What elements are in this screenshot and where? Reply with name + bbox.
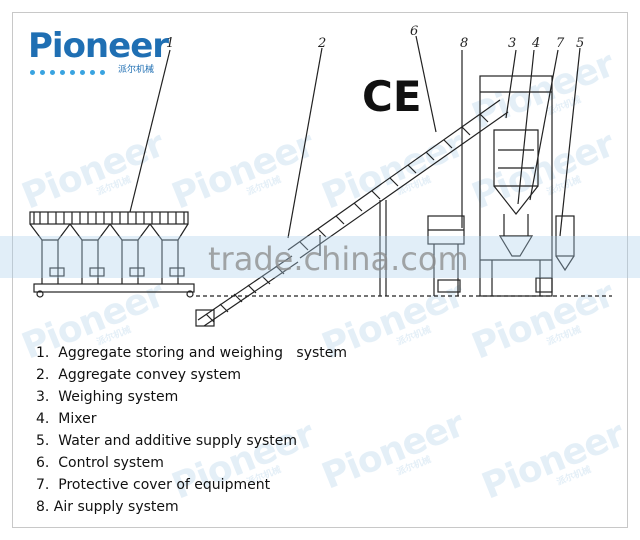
callout-3: 3 [508, 36, 517, 51]
image-frame [12, 12, 628, 528]
plant-diagram [29, 35, 612, 327]
legend-item: 2. Aggregate convey system [36, 367, 242, 383]
logo-dots [30, 62, 110, 80]
callout-1: 1 [166, 36, 175, 51]
legend-item: 5. Water and additive supply system [36, 433, 298, 449]
legend-item: 4. Mixer [36, 411, 97, 427]
plant-tower [479, 75, 553, 297]
legend-item: 1. Aggregate storing and weighing system [36, 345, 348, 361]
callout-8: 8 [460, 36, 469, 51]
trade-watermark: trade.china.com [208, 240, 469, 278]
ce-mark: CE [362, 72, 422, 121]
collecting-belt [33, 283, 195, 293]
component-legend: 1. Aggregate storing and weighing system… [36, 342, 347, 518]
legend-item: 7. Protective cover of equipment [36, 477, 271, 493]
legend-item: 3. Weighing system [36, 389, 179, 405]
callout-6: 6 [410, 24, 419, 39]
callout-5: 5 [576, 36, 585, 51]
watermark-band [0, 236, 640, 278]
aggregate-bin-top [29, 211, 189, 225]
callout-2: 2 [318, 36, 327, 51]
legend-item: 6. Control system [36, 455, 164, 471]
brand-logo: Pioneer [28, 26, 169, 66]
incline-conveyor [287, 99, 509, 259]
brand-logo-subtitle: 派尔机械 [118, 65, 155, 75]
callout-7: 7 [556, 36, 565, 51]
mixer [498, 235, 534, 257]
callout-4: 4 [532, 36, 541, 51]
legend-item: 8. Air supply system [36, 499, 179, 515]
